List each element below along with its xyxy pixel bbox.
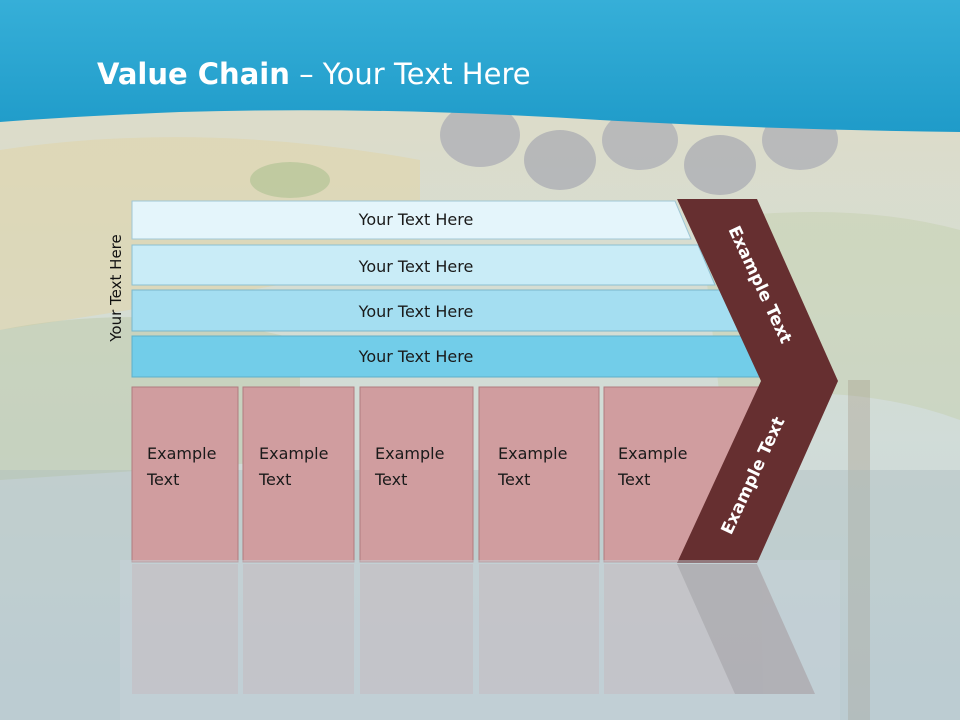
box-2-line2: Text	[258, 470, 291, 489]
bar-1	[131, 200, 692, 240]
side-label: Your Text Here	[107, 234, 125, 342]
box-1-line1: Example	[147, 444, 216, 463]
box-5-line1: Example	[618, 444, 687, 463]
title-bold: Value Chain	[97, 57, 290, 91]
box-3	[359, 386, 474, 563]
bar-3-label: Your Text Here	[358, 302, 474, 321]
box-3-line2: Text	[374, 470, 407, 489]
title-rest: – Your Text Here	[290, 57, 531, 91]
box-3-line1: Example	[375, 444, 444, 463]
box-2	[242, 386, 355, 563]
bar-1-label: Your Text Here	[358, 210, 474, 229]
box-2-line1: Example	[259, 444, 328, 463]
box-4	[478, 386, 600, 563]
box-1-line2: Text	[146, 470, 179, 489]
box-1	[131, 386, 239, 563]
bar-4-label: Your Text Here	[358, 347, 474, 366]
bar-2	[131, 244, 716, 286]
bar-2-label: Your Text Here	[358, 257, 474, 276]
box-4-line1: Example	[498, 444, 567, 463]
reflection	[132, 564, 815, 694]
slide-title: Value Chain – Your Text Here	[97, 57, 531, 91]
reflection-fade	[120, 560, 840, 720]
box-4-line2: Text	[497, 470, 530, 489]
boxes-group: Example Text Example Text Example Text E…	[131, 386, 761, 563]
header-band	[0, 0, 960, 132]
chevron-arrow	[677, 199, 838, 563]
box-5-line2: Text	[617, 470, 650, 489]
